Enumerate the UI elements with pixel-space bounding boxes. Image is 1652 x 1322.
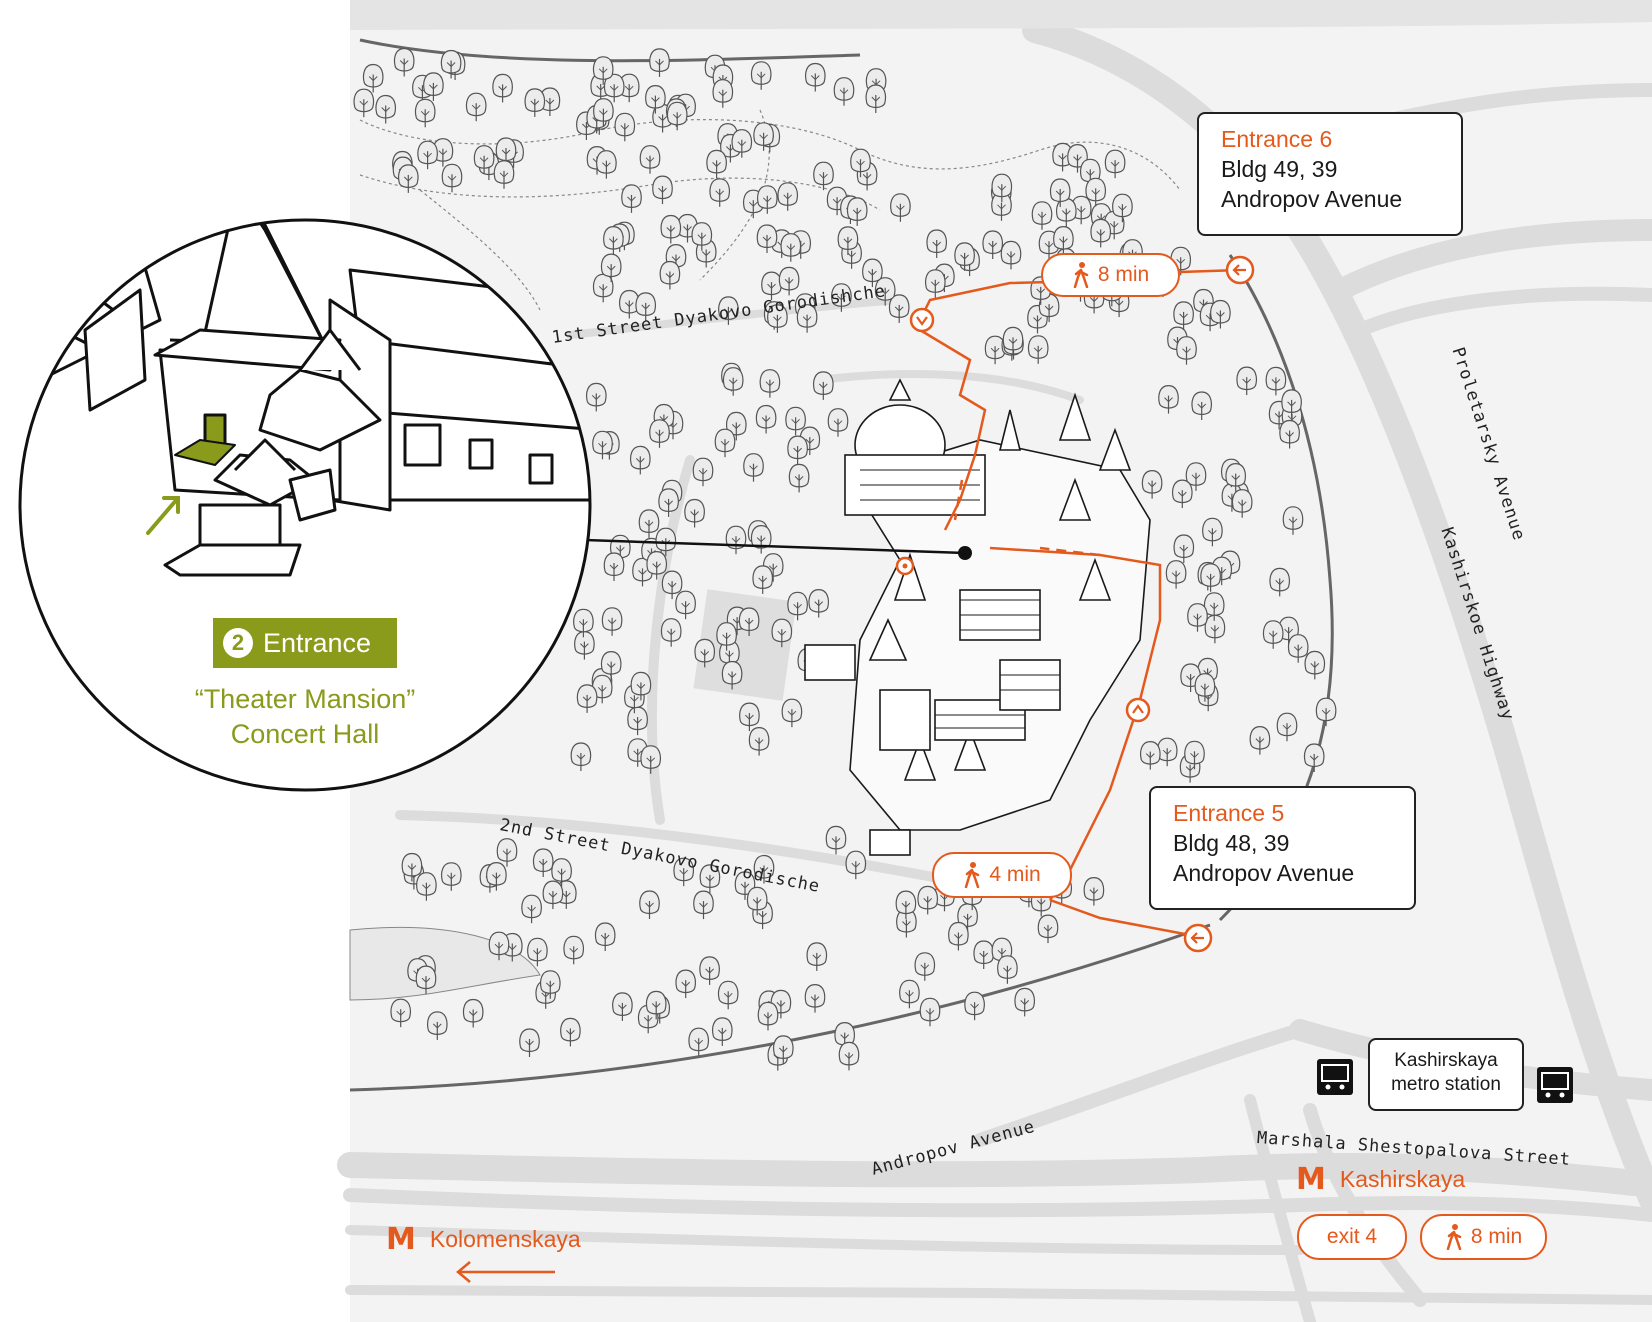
metro-exit-pill: exit 4 — [1297, 1214, 1407, 1260]
metro-exit-label: exit 4 — [1326, 1225, 1378, 1248]
entrance-5-address-line1: Bldg 48, 39 — [1173, 830, 1290, 856]
entrance-arrow-icon — [1183, 255, 1255, 953]
wooden-palace-building — [804, 378, 1151, 856]
metro-kolomenskaya[interactable]: M Kolomenskaya — [386, 1222, 581, 1257]
entrance-6-callout[interactable]: Entrance 6 Bldg 49, 39 Andropov Avenue — [1197, 112, 1463, 236]
inset-target-dot — [958, 546, 972, 560]
venue-name-line2: Concert Hall — [230, 719, 380, 749]
entrance-number: 2 — [223, 628, 253, 658]
entrance-5-callout[interactable]: Entrance 5 Bldg 48, 39 Andropov Avenue — [1149, 786, 1416, 910]
venue-name: “Theater Mansion” Concert Hall — [155, 682, 455, 752]
metro-kolomenskaya-name: Kolomenskaya — [429, 1226, 581, 1252]
arrow-left-icon — [456, 1261, 555, 1283]
entrance-6-title: Entrance 6 — [1221, 126, 1333, 152]
entrance-6-walk-time: 8 min — [1041, 253, 1180, 297]
bus-stop-line1: Kashirskaya — [1394, 1050, 1498, 1071]
metro-kashirskaya[interactable]: M Kashirskaya — [1296, 1162, 1465, 1197]
bus-stop-callout[interactable]: Kashirskaya metro station — [1368, 1038, 1524, 1111]
metro-walk-pill: 8 min — [1420, 1214, 1547, 1260]
route-markers — [895, 307, 1151, 723]
entrance-badge-label: Entrance — [263, 627, 372, 658]
bus-icon — [1317, 1059, 1573, 1103]
entrance-6-walk-label: 8 min — [1097, 263, 1150, 286]
walking-person-icon — [1446, 1224, 1462, 1250]
walking-person-icon — [965, 862, 980, 888]
venue-name-line1: “Theater Mansion” — [194, 684, 416, 714]
entrance-6-address-line1: Bldg 49, 39 — [1221, 156, 1338, 182]
entrance-inset — [18, 218, 592, 792]
inset-connector — [584, 538, 966, 555]
entrance-5-walk-label: 4 min — [989, 863, 1041, 886]
walking-person-icon — [1073, 262, 1089, 288]
entrance-5-address-line2: Andropov Avenue — [1173, 860, 1355, 886]
entrance-6-address-line2: Andropov Avenue — [1221, 186, 1403, 212]
metro-icon: M — [386, 1222, 416, 1257]
entrance-5-walk-time: 4 min — [932, 852, 1072, 898]
metro-walk-label: 8 min — [1470, 1225, 1523, 1248]
entrance-2-badge: 2 Entrance — [213, 618, 397, 668]
metro-icon: M — [1296, 1162, 1326, 1197]
bus-stop-line2: metro station — [1391, 1074, 1501, 1095]
entrance-5-title: Entrance 5 — [1173, 800, 1285, 826]
metro-kashirskaya-name: Kashirskaya — [1339, 1166, 1466, 1192]
